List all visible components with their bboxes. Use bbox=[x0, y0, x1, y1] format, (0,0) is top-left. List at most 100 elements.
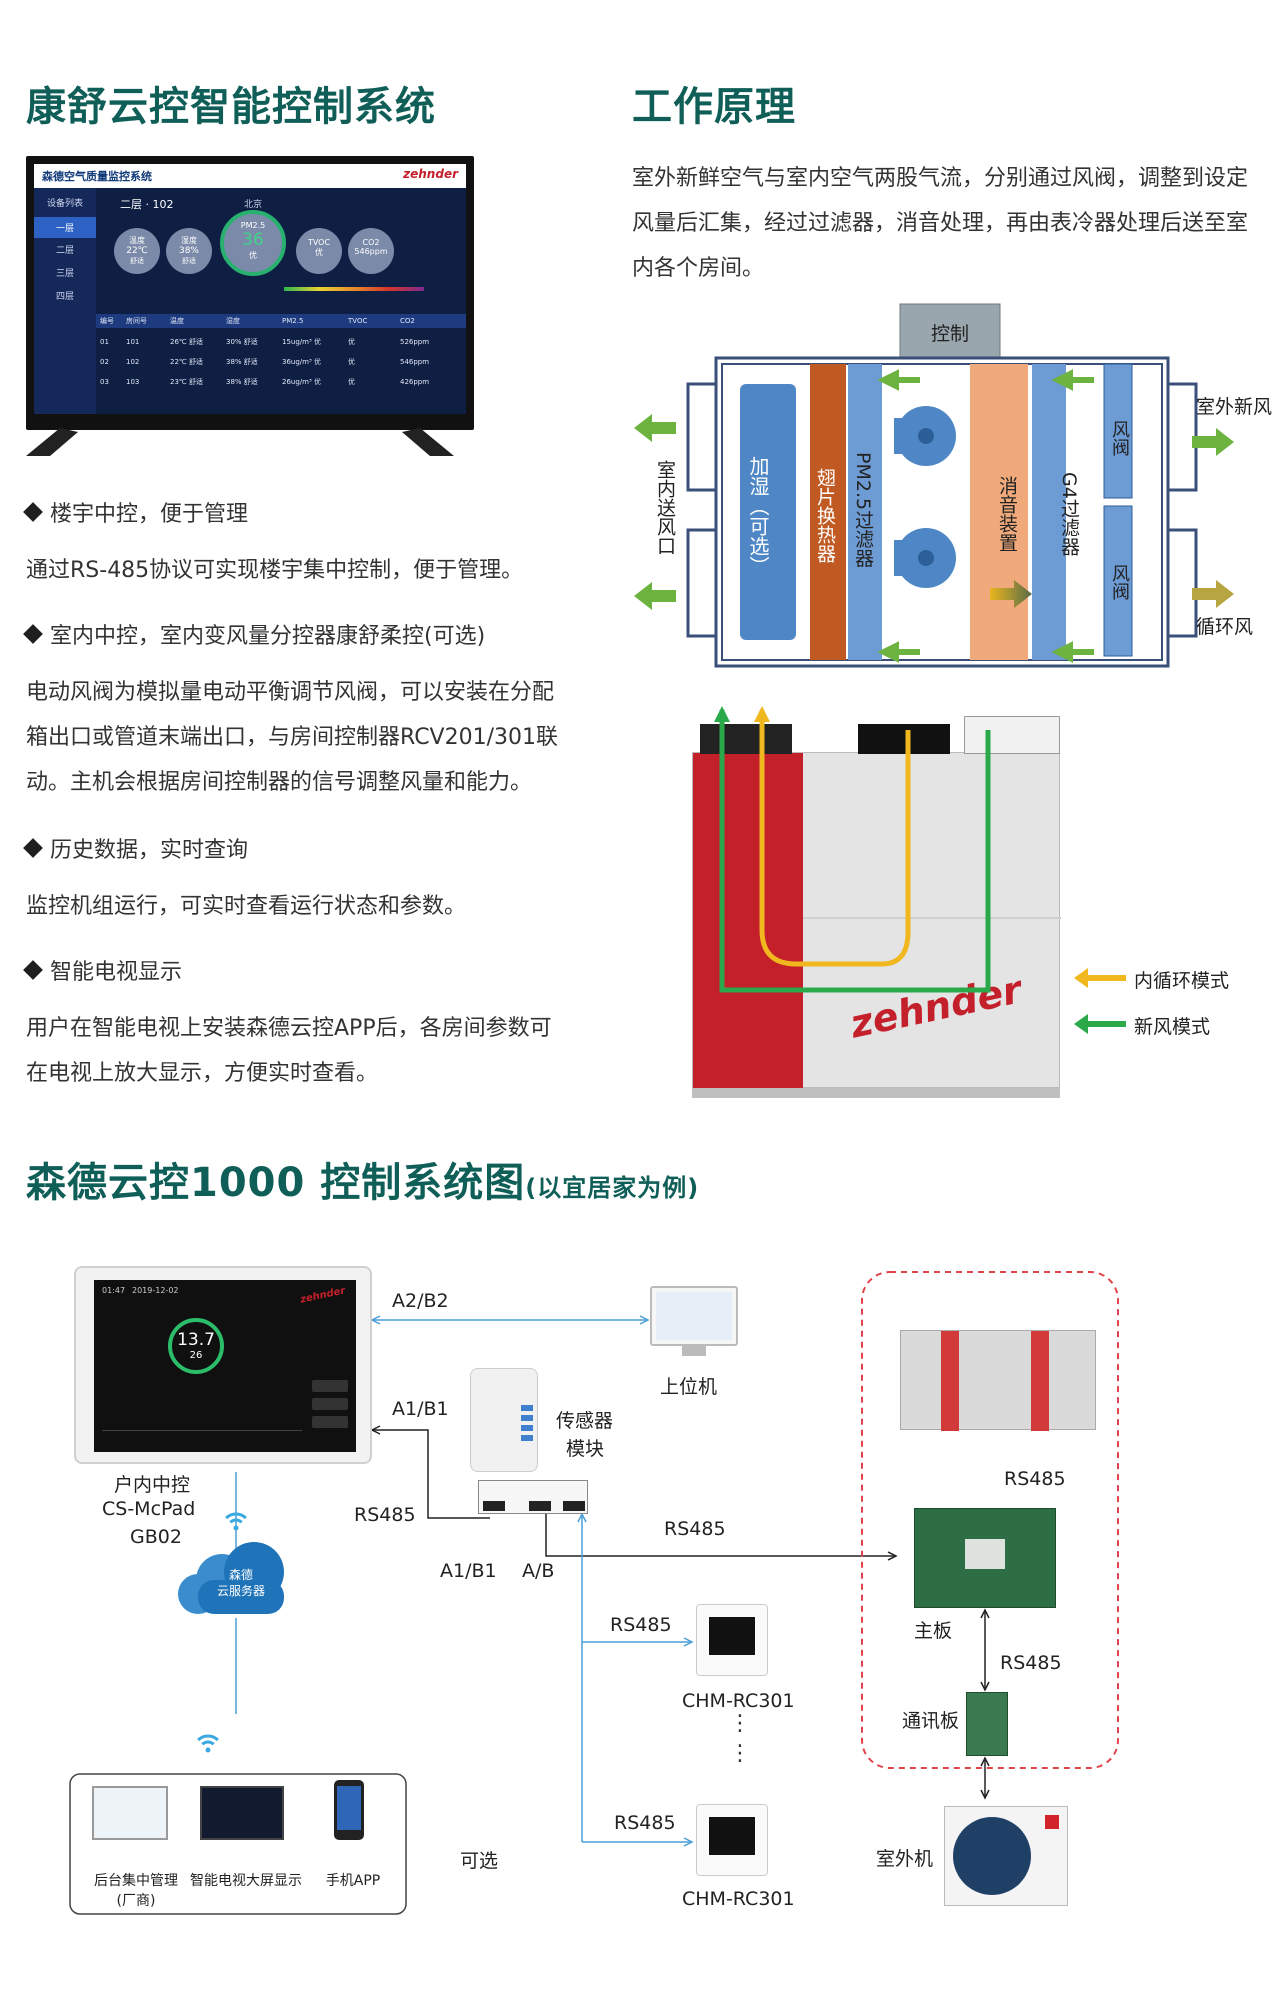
tv-room-label: 二层 · 102 bbox=[120, 198, 174, 211]
pad-temp: 13.7 bbox=[177, 1330, 215, 1350]
recirc-arrowhead bbox=[754, 706, 770, 722]
pm-value: 36 bbox=[242, 230, 264, 250]
table-row[interactable]: 01 101 26℃ 舒适 30% 舒适 15ug/m³ 优 优 526ppm bbox=[96, 332, 466, 352]
arrow-supply-top bbox=[634, 414, 676, 442]
tv-co2-gauge: CO2 546ppm bbox=[348, 228, 394, 274]
wifi-icon bbox=[197, 1734, 219, 1753]
unit-dashed-box bbox=[861, 1271, 1119, 1769]
comm-board bbox=[966, 1692, 1008, 1756]
pm-label: PM2.5 bbox=[240, 221, 266, 230]
tvoc-label: TVOC bbox=[307, 238, 331, 247]
principle-description: 室外新鲜空气与室内空气两股气流，分别通过风阀，调整到设定风量后汇集，经过过滤器，… bbox=[632, 166, 1249, 281]
th: 湿度 bbox=[226, 317, 240, 325]
arrowhead bbox=[577, 1512, 587, 1523]
tv-monitor: 森德空气质量监控系统 zehnder 设备列表 一层 二层 三层 四层 二层 ·… bbox=[26, 156, 474, 430]
arrow-recirc-in bbox=[1192, 580, 1234, 608]
g4-filter-block bbox=[1032, 364, 1066, 660]
tv-sidebar-item[interactable]: 一层 bbox=[34, 217, 96, 238]
pad-label-2: CS-McPad bbox=[102, 1498, 196, 1520]
tv-stand bbox=[26, 428, 454, 456]
tv-pm-scale bbox=[284, 287, 424, 291]
ellipsis-dots: ⋮ bbox=[729, 1741, 751, 1766]
td: 426ppm bbox=[400, 378, 430, 386]
tv-location: 北京 bbox=[244, 200, 263, 210]
pm-filter-label: PM2.5过滤器 bbox=[852, 452, 874, 568]
unit-seam bbox=[803, 917, 1061, 919]
td: 36ug/m³ 优 bbox=[282, 358, 321, 366]
pad-brand: zehnder bbox=[299, 1285, 347, 1306]
feature-heading-3: 历史数据，实时查询 bbox=[23, 832, 248, 864]
outdoor-unit-fan bbox=[953, 1817, 1031, 1895]
table-row[interactable]: 02 102 22℃ 舒适 38% 舒适 36ug/m³ 优 优 546ppm bbox=[96, 352, 466, 372]
tv-sidebar: 设备列表 一层 二层 三层 四层 bbox=[34, 188, 96, 414]
outdoor-unit-label: 室外机 bbox=[876, 1848, 934, 1870]
system-connections: ⋮ ⋮ bbox=[69, 1271, 1119, 1915]
silencer-block bbox=[970, 364, 1028, 660]
arrow-inner bbox=[877, 641, 920, 663]
pad-date: 2019-12-02 bbox=[132, 1286, 179, 1295]
tv-brand-logo: zehnder bbox=[403, 167, 458, 181]
airflow-diagram: 控制 bbox=[634, 303, 1234, 668]
label-rs485-left: RS485 bbox=[354, 1504, 416, 1526]
fan-bottom-hub bbox=[918, 550, 934, 566]
arrowhead bbox=[370, 1315, 381, 1325]
outdoor-unit-logo bbox=[1045, 1815, 1059, 1829]
arrow-supply-bottom bbox=[634, 582, 676, 610]
app-tv-monitor bbox=[200, 1786, 284, 1840]
pad-button[interactable] bbox=[312, 1380, 348, 1392]
unit-red-panel bbox=[693, 753, 803, 1089]
tv-sidebar-head: 设备列表 bbox=[46, 199, 83, 209]
pad-button[interactable] bbox=[312, 1398, 348, 1410]
right-title: 工作原理 bbox=[632, 84, 796, 130]
tv-sidebar-item[interactable]: 二层 bbox=[55, 246, 74, 256]
rc301-controller-1[interactable] bbox=[696, 1604, 768, 1676]
unit-control-box bbox=[964, 716, 1060, 754]
app-label-phone: 手机APP bbox=[325, 1873, 381, 1889]
feature-heading-text: 室内中控，室内变风量分控器康舒柔控(可选) bbox=[50, 624, 486, 649]
pad-button[interactable] bbox=[312, 1416, 348, 1428]
host-pc-screen bbox=[656, 1292, 732, 1340]
gauge-status: 舒适 bbox=[130, 257, 144, 265]
tv-table-body: 01 101 26℃ 舒适 30% 舒适 15ug/m³ 优 优 526ppm … bbox=[96, 332, 466, 392]
damper-bottom bbox=[1103, 505, 1133, 657]
rc301-controller-2[interactable] bbox=[696, 1804, 768, 1876]
fan-bottom-outlet bbox=[894, 540, 910, 576]
gauge-name: 湿度 bbox=[181, 236, 197, 245]
th: 编号 bbox=[100, 317, 114, 325]
sensor-label-1: 传感器 bbox=[556, 1410, 614, 1432]
arrow-inner bbox=[1051, 369, 1094, 391]
unit-base bbox=[692, 1088, 1060, 1098]
host-pc-label: 上位机 bbox=[660, 1376, 718, 1398]
cloud-line1: 森德 bbox=[228, 1568, 253, 1582]
arrow-inner bbox=[1051, 641, 1094, 663]
recirc-path bbox=[759, 710, 911, 967]
unit-airflow-paths bbox=[714, 706, 991, 993]
duct-left-bottom bbox=[686, 528, 716, 638]
gauge-status: 舒适 bbox=[182, 257, 196, 265]
pad-time: 01:47 bbox=[102, 1286, 126, 1295]
damper-bottom-label: 风阀 bbox=[1109, 564, 1130, 600]
mainboard-chip bbox=[965, 1539, 1005, 1569]
terminal-block bbox=[478, 1480, 588, 1514]
line-rs485-main bbox=[545, 1514, 896, 1557]
indoor-supply-label: 室内送风口 bbox=[654, 460, 676, 555]
feature-heading-4: 智能电视显示 bbox=[23, 954, 183, 986]
tv-sidebar-item[interactable]: 三层 bbox=[55, 269, 74, 279]
host-pc-stand bbox=[682, 1346, 706, 1356]
cloud-icon bbox=[178, 1542, 284, 1614]
terminal bbox=[529, 1501, 551, 1511]
tv-sidebar-item[interactable]: 四层 bbox=[55, 292, 74, 302]
arrowhead bbox=[683, 1837, 694, 1847]
feature-heading-1: 楼宇中控，便于管理 bbox=[23, 496, 248, 528]
legend-recirc-label: 内循环模式 bbox=[1134, 970, 1230, 992]
pad-label-1: 户内中控 bbox=[114, 1474, 191, 1496]
vent-unit bbox=[900, 1330, 1096, 1431]
feature-text-3: 监控机组运行，可实时查看运行状态和参数。 bbox=[26, 894, 467, 919]
duct-left-top bbox=[686, 382, 716, 492]
app-phone bbox=[334, 1780, 364, 1840]
mainboard bbox=[914, 1508, 1056, 1608]
tv-table-header: 编号 房间号 温度 湿度 PM2.5 TVOC CO2 bbox=[96, 314, 466, 328]
table-row[interactable]: 03 103 23℃ 舒适 38% 舒适 26ug/m³ 优 优 426ppm bbox=[96, 372, 466, 392]
feature-heading-text: 智能电视显示 bbox=[50, 960, 183, 985]
app-label-backend: 后台集中管理 (厂商) bbox=[86, 1870, 186, 1910]
